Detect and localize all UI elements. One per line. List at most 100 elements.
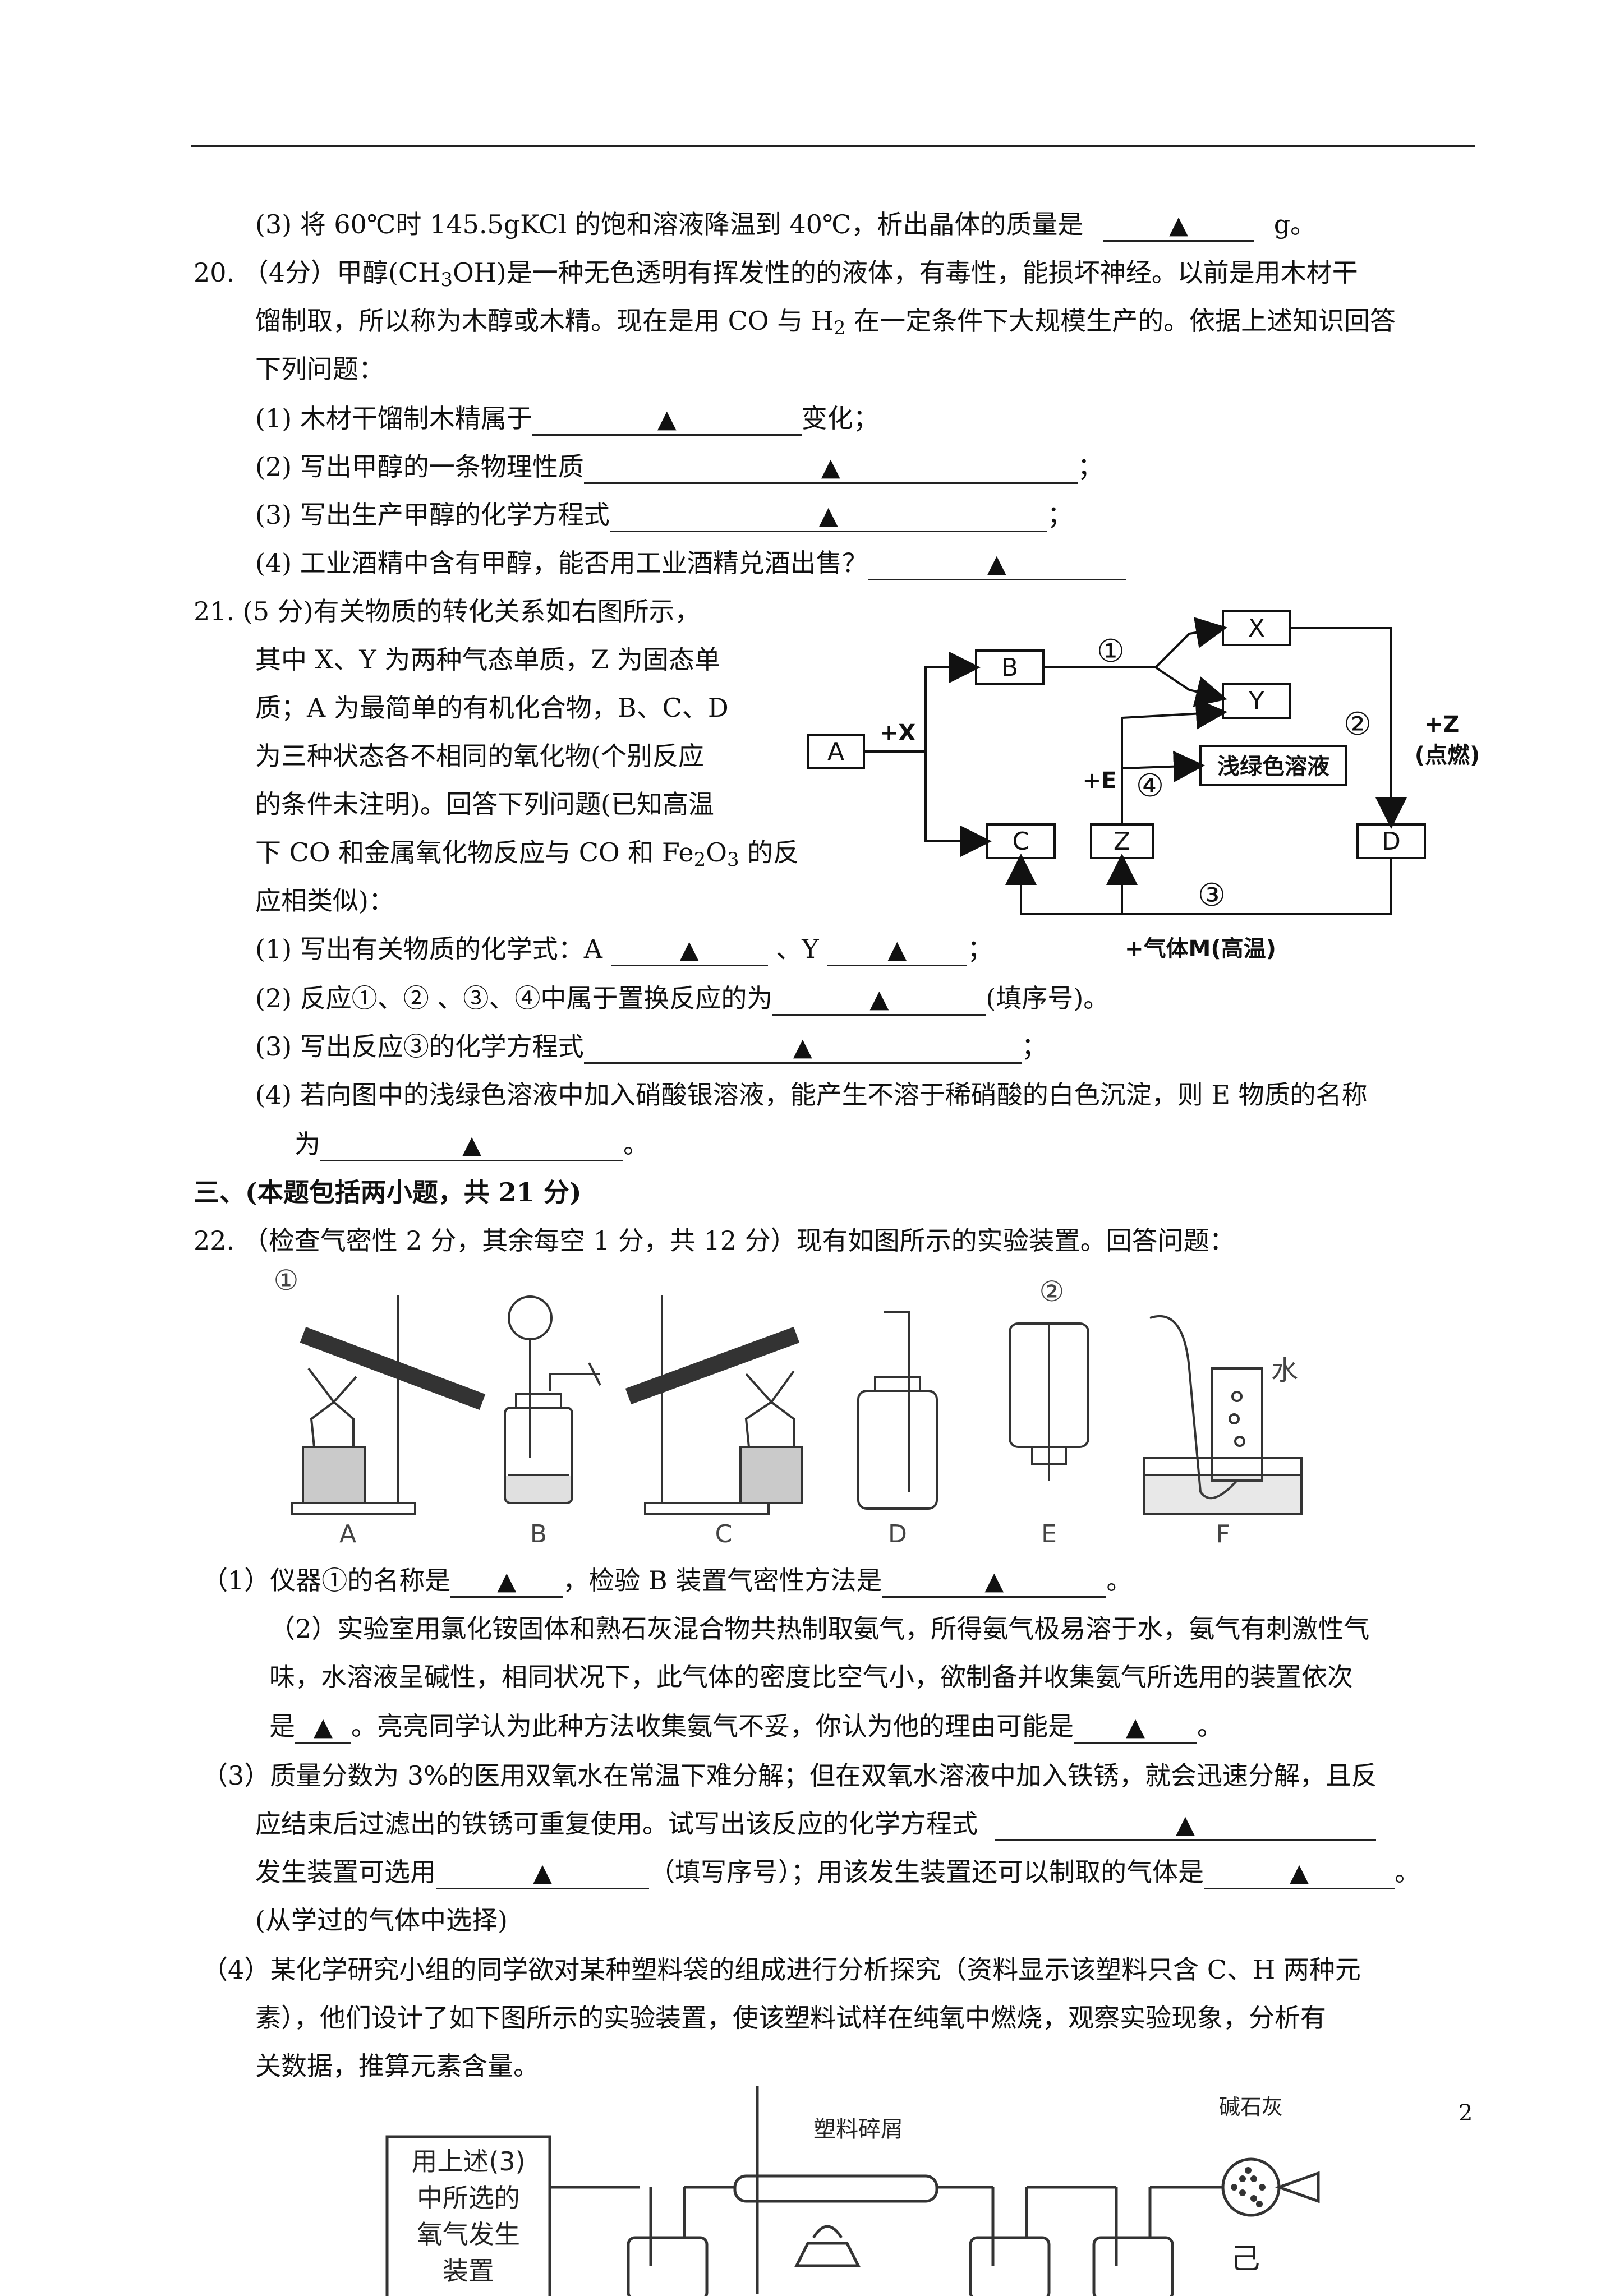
answer-blank[interactable]: ▲: [450, 1566, 563, 1598]
answer-blank[interactable]: ▲: [867, 548, 1126, 580]
q20-part3: (3) 写出生产甲醇的化学方程式▲；: [255, 498, 1073, 532]
q21-part1: (1) 写出有关物质的化学式：A ▲ 、Y ▲；: [255, 932, 993, 966]
apparatus-D: [857, 1311, 938, 1510]
label-C: C: [715, 1520, 733, 1548]
apparatus-B: [504, 1295, 601, 1504]
page-number: 2: [1459, 2100, 1473, 2126]
q21-line5: 的条件未注明)。回答下列问题(已知高温: [255, 789, 714, 819]
combustion-tube: [733, 2174, 938, 2203]
plus-e-label: +E: [1083, 768, 1117, 794]
ignition-label: (点燃): [1415, 743, 1480, 768]
q21-part4-cont: 为▲。: [295, 1127, 649, 1161]
q21-part4: (4) 若向图中的浅绿色溶液中加入硝酸银溶液，能产生不溶于稀硝酸的白色沉淀，则 …: [255, 1080, 1368, 1110]
q22-part1: （1）仪器①的名称是▲，检验 B 装置气密性方法是▲。: [202, 1564, 1132, 1598]
apparatus-E: [1009, 1322, 1089, 1481]
q21-line1: 21. (5 分)有关物质的转化关系如右图所示，: [194, 596, 701, 626]
node-C-label: C: [1013, 827, 1030, 856]
node-Y-label: Y: [1249, 687, 1264, 716]
q22-part2-line2: 味，水溶液呈碱性，相同状况下，此气体的密度比空气小，欲制备并收集氨气所选用的装置…: [269, 1662, 1353, 1692]
header-rule: [191, 145, 1475, 147]
answer-blank-a[interactable]: ▲: [610, 934, 768, 966]
label-F: F: [1216, 1520, 1230, 1548]
q20-line3: 下列问题：: [255, 354, 384, 384]
q22-part3-line1: （3）质量分数为 3%的医用双氧水在常温下难分解；但在双氧水溶液中加入铁锈，就会…: [202, 1760, 1377, 1791]
q20-line1: 20. （4分）甲醇(CH3OH)是一种无色透明有挥发性的的液体，有毒性，能损坏…: [194, 257, 1358, 291]
q22-part2-line3: 是▲。亮亮同学认为此种方法收集氨气不妥，你认为他的理由可能是▲。: [269, 1709, 1223, 1744]
q21-line2: 其中 X、Y 为两种气态单质，Z 为固态单: [255, 644, 720, 675]
answer-blank[interactable]: ▲: [320, 1129, 623, 1161]
q21-transformation-diagram: A B X Y C Z D 浅绿色溶液 +X +E +Z (点燃) +气体M(高…: [807, 610, 1480, 962]
reaction-1-marker: ①: [1097, 633, 1125, 670]
plus-x-label: +X: [880, 720, 916, 746]
node-B-label: B: [1001, 653, 1018, 682]
answer-blank[interactable]: ▲: [1074, 1712, 1197, 1744]
q22-part4-line1: （4）某化学研究小组的同学欲对某种塑料袋的组成进行分析探究（资料显示该塑料只含 …: [202, 1954, 1361, 1985]
answer-blank[interactable]: ▲: [772, 984, 986, 1016]
reaction-4-marker: ④: [1136, 768, 1164, 804]
q21-part2: (2) 反应①、② 、③、④中属于置换反应的为▲(填序号)。: [255, 981, 1109, 1016]
q20-part4: (4) 工业酒精中含有甲醇，能否用工业酒精兑酒出售？▲: [255, 546, 1126, 580]
q22-part4-line3: 关数据，推算元素含量。: [255, 2051, 539, 2081]
oxygen-generator-box: [385, 2135, 551, 2296]
answer-blank[interactable]: ▲: [295, 1712, 351, 1744]
marker-2: ②: [1039, 1275, 1065, 1308]
apparatus-A: [291, 1295, 486, 1515]
reaction-3-marker: ③: [1198, 877, 1226, 914]
answer-blank[interactable]: ▲: [583, 452, 1078, 484]
answer-blank[interactable]: ▲: [1103, 210, 1255, 242]
node-X-label: X: [1248, 614, 1265, 643]
q21-line7: 应相类似)：: [255, 886, 394, 916]
marker-1: ①: [274, 1267, 299, 1297]
q22-combustion-apparatus: 用上述(3) 中所选的 氧气发生 装置 塑料碎屑 碱石灰 己: [385, 2086, 1320, 2296]
label-D: D: [888, 1520, 907, 1548]
generator-box-line1: 用上述(3): [411, 2146, 525, 2177]
q22-part2-line1: （2）实验室用氯化铵固体和熟石灰混合物共热制取氨气，所得氨气极易溶于水，氨气有刺…: [269, 1613, 1370, 1644]
q20-part1: (1) 木材干馏制木精属于▲变化；: [255, 402, 879, 436]
q19-part3: (3) 将 60℃时 145.5gKCl 的饱和溶液降温到 40℃，析出晶体的质…: [255, 208, 1316, 242]
apparatus-C: [625, 1295, 803, 1515]
q21-line4: 为三种状态各不相同的氧化物(个别反应: [255, 741, 704, 771]
answer-blank-y[interactable]: ▲: [827, 934, 968, 966]
label-A: A: [339, 1520, 356, 1548]
plastic-scraps-label: 塑料碎屑: [813, 2117, 903, 2142]
q22-intro: 22. （检查气密性 2 分，其余每空 1 分，共 12 分）现有如图所示的实验…: [194, 1225, 1235, 1256]
q21-line6: 下 CO 和金属氧化物反应与 CO 和 Fe2O3 的反: [255, 837, 799, 871]
q22-part3-line3: 发生装置可选用▲（填写序号）；用该发生装置还可以制取的气体是▲。: [255, 1855, 1420, 1889]
q22-apparatus-figure: A B C D E F ① ② 水: [274, 1267, 1303, 1548]
label-E: E: [1041, 1520, 1057, 1548]
gas-m-label: +气体M(高温): [1125, 936, 1276, 962]
q21-line3: 质；A 为最简单的有机化合物，B、C、D: [255, 693, 729, 723]
answer-blank[interactable]: ▲: [1204, 1857, 1395, 1889]
answer-blank[interactable]: ▲: [609, 500, 1047, 532]
q20-part2: (2) 写出甲醇的一条物理性质▲；: [255, 450, 1103, 484]
bottle-1: [627, 2236, 709, 2296]
generator-box-line4: 装置: [443, 2256, 494, 2286]
apparatus-ji-label: 己: [1231, 2242, 1260, 2276]
q22-part4-line2: 素），他们设计了如下图所示的实验装置，使该塑料试样在纯氧中燃烧，观察实验现象，分…: [255, 2003, 1326, 2033]
answer-blank[interactable]: ▲: [436, 1857, 649, 1889]
bottle-3: [1092, 2236, 1174, 2296]
solution-label: 浅绿色溶液: [1217, 754, 1329, 780]
node-Z-label: Z: [1114, 827, 1130, 856]
water-label: 水: [1271, 1355, 1298, 1386]
generator-box-line2: 中所选的: [417, 2183, 520, 2213]
reaction-2-marker: ②: [1344, 706, 1372, 743]
node-D-label: D: [1382, 827, 1401, 856]
q21-part3: (3) 写出反应③的化学方程式▲；: [255, 1030, 1047, 1064]
alcohol-lamp: [794, 2242, 861, 2267]
q20-line2: 馏制取，所以称为木醇或木精。现在是用 CO 与 H2 在一定条件下大规模生产的。…: [255, 306, 1396, 339]
answer-blank[interactable]: ▲: [532, 404, 802, 436]
node-A-label: A: [827, 737, 844, 766]
answer-blank[interactable]: ▲: [882, 1566, 1107, 1598]
bottle-2: [969, 2236, 1051, 2296]
plus-z-label: +Z: [1424, 712, 1460, 737]
q22-part3-line4: (从学过的气体中选择): [255, 1905, 508, 1935]
answer-blank[interactable]: ▲: [995, 1809, 1376, 1841]
label-B: B: [530, 1520, 547, 1548]
apparatus-F: [1143, 1315, 1303, 1515]
q22-part3-line2: 应结束后过滤出的铁锈可重复使用。试写出该反应的化学方程式▲: [255, 1807, 1376, 1841]
answer-blank[interactable]: ▲: [583, 1032, 1022, 1064]
section-3-heading: 三、(本题包括两小题，共 21 分): [194, 1177, 582, 1207]
soda-lime-label: 碱石灰: [1219, 2095, 1283, 2119]
generator-box-line3: 氧气发生: [417, 2219, 520, 2249]
